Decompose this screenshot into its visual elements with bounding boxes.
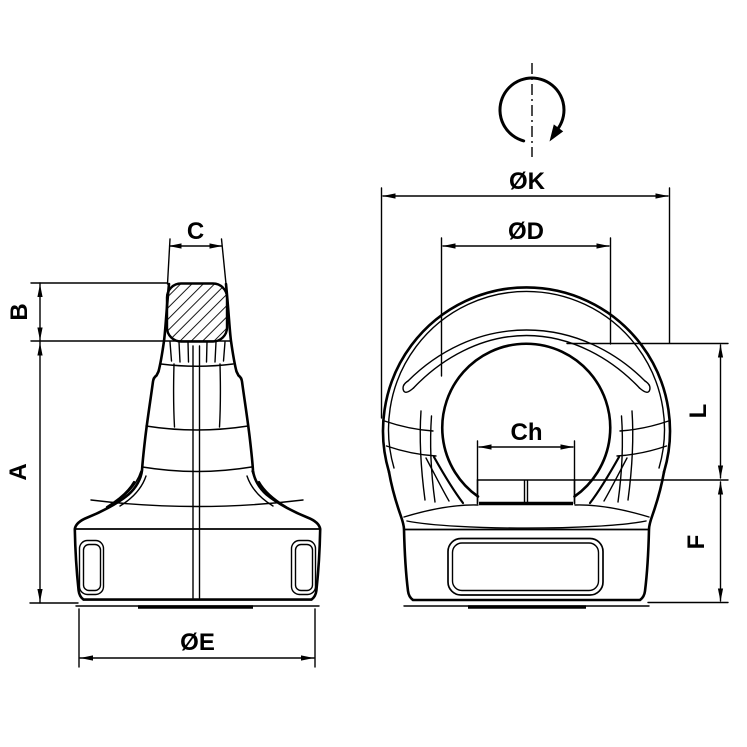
arrowhead xyxy=(560,444,574,450)
base-slot-right xyxy=(290,539,317,596)
side-view: C B A ØE xyxy=(5,218,322,668)
arrowhead xyxy=(478,444,492,450)
arrowhead xyxy=(442,243,456,249)
ring-outer-edge xyxy=(381,286,672,474)
ring-surface-lines xyxy=(383,420,670,457)
dimension-label-ch: Ch xyxy=(511,419,543,446)
shoulder-arc-line xyxy=(90,499,304,508)
dimension-ch: Ch xyxy=(476,419,576,481)
ring-band xyxy=(402,329,651,503)
dimension-label-a: A xyxy=(5,463,32,480)
hole-edge xyxy=(441,342,612,498)
arrowhead xyxy=(37,342,43,356)
arrowhead xyxy=(717,481,724,495)
dimension-label-ok: ØK xyxy=(509,168,546,195)
stem-ring-line xyxy=(160,363,234,367)
arrowhead xyxy=(596,243,610,249)
arrowhead xyxy=(717,465,724,479)
base-slot-left xyxy=(78,539,105,596)
ring-outer-inner-line xyxy=(387,290,666,469)
dimension-label-c: C xyxy=(187,218,204,245)
thread-runout-lines xyxy=(169,341,226,363)
arrowhead xyxy=(37,327,43,341)
dimension-label-l: L xyxy=(685,404,712,419)
stem-arc-line xyxy=(145,425,249,431)
fillet-curves-left xyxy=(105,470,147,509)
stem-long-line xyxy=(218,363,222,428)
side-outline-path xyxy=(73,282,322,601)
stem-arc-line xyxy=(141,466,253,473)
dimension-a: A xyxy=(5,340,79,604)
arrowhead xyxy=(717,344,724,358)
front-view: ØK ØD Ch L xyxy=(380,168,729,609)
section-hatch-area xyxy=(165,282,229,343)
dimension-label-oe: ØE xyxy=(180,629,215,656)
rotation-direction-icon xyxy=(498,63,566,157)
dimension-ok: ØK xyxy=(380,168,671,419)
dimension-label-f: F xyxy=(683,535,710,550)
dimension-c: C xyxy=(166,218,227,285)
arrowhead xyxy=(209,243,223,249)
dimension-label-od: ØD xyxy=(508,218,544,245)
dimension-b: B xyxy=(6,282,232,342)
bell-spout-curves xyxy=(403,455,650,529)
nut-flats-block xyxy=(476,479,576,506)
arrowhead xyxy=(717,588,724,602)
dimension-oe: ØE xyxy=(78,608,316,668)
arrowhead xyxy=(655,193,669,199)
arrowhead xyxy=(37,284,43,297)
stem-long-line xyxy=(172,363,176,428)
arrowhead xyxy=(382,193,396,199)
dimension-f: F xyxy=(683,481,724,602)
band-cap-left xyxy=(402,380,415,393)
rotation-arc xyxy=(498,76,566,143)
rotation-arrowhead xyxy=(549,124,564,142)
arrowhead xyxy=(80,655,93,661)
arrowhead xyxy=(37,589,43,602)
dimension-od: ØD xyxy=(440,218,612,377)
fillet-curves-right xyxy=(246,470,288,509)
dimension-l: L xyxy=(685,344,724,479)
front-base-slot xyxy=(447,537,604,596)
arrowhead xyxy=(301,655,314,661)
arrowhead xyxy=(168,243,182,249)
band-cap-right xyxy=(638,380,651,393)
dimension-label-b: B xyxy=(6,303,33,320)
front-bell-base-outline xyxy=(387,470,666,602)
